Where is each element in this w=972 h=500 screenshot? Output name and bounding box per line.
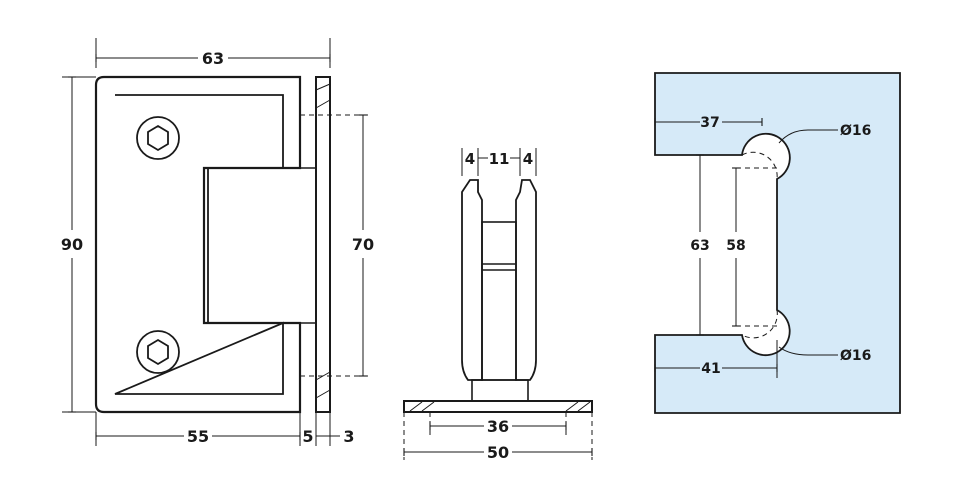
front-inner-outline: [114, 94, 284, 395]
dim-height-total: 90: [61, 235, 83, 254]
hole-bottom-leader: [778, 346, 838, 356]
hole-bottom-label: Ø16: [840, 348, 871, 364]
front-mounting-plate: [315, 76, 331, 413]
side-stem: [471, 379, 529, 402]
dim-depth-top: 37: [700, 115, 719, 131]
dim-width-total: 63: [202, 49, 224, 68]
dim-plate: 3: [343, 427, 354, 446]
side-view: 4 11 4 36 50: [403, 148, 593, 462]
side-right-jaw: [515, 179, 537, 381]
dim-height-plate: 70: [352, 235, 374, 254]
dim-height-inner: 58: [726, 238, 745, 254]
dim-gap: 5: [302, 427, 313, 446]
dim-right-wall: 4: [523, 150, 533, 168]
dim-base-inner: 36: [487, 417, 509, 436]
hole-top-label: Ø16: [840, 123, 871, 139]
dim-depth-bottom: 41: [701, 361, 720, 377]
front-outer-outline: [94, 75, 302, 414]
side-center-body: [481, 221, 517, 381]
dim-left-wall: 4: [465, 150, 475, 168]
screw-top-icon: [136, 116, 180, 160]
front-plate-hatch: [315, 83, 331, 399]
dim-base-total: 50: [487, 443, 509, 462]
side-left-jaw: [461, 179, 483, 381]
side-base-plate: [403, 400, 593, 413]
dim-height-outer: 63: [690, 238, 709, 254]
dim-width-body: 55: [187, 427, 209, 446]
glass-cutout-view: 37 41 63 58 Ø16 Ø16: [654, 72, 901, 414]
front-view: 63 90 70 55 5 3: [61, 38, 374, 446]
screw-bottom-icon: [136, 330, 180, 374]
dim-glass-gap: 11: [489, 150, 510, 168]
side-base-hatch: [409, 401, 591, 412]
hole-top-leader: [778, 129, 838, 144]
